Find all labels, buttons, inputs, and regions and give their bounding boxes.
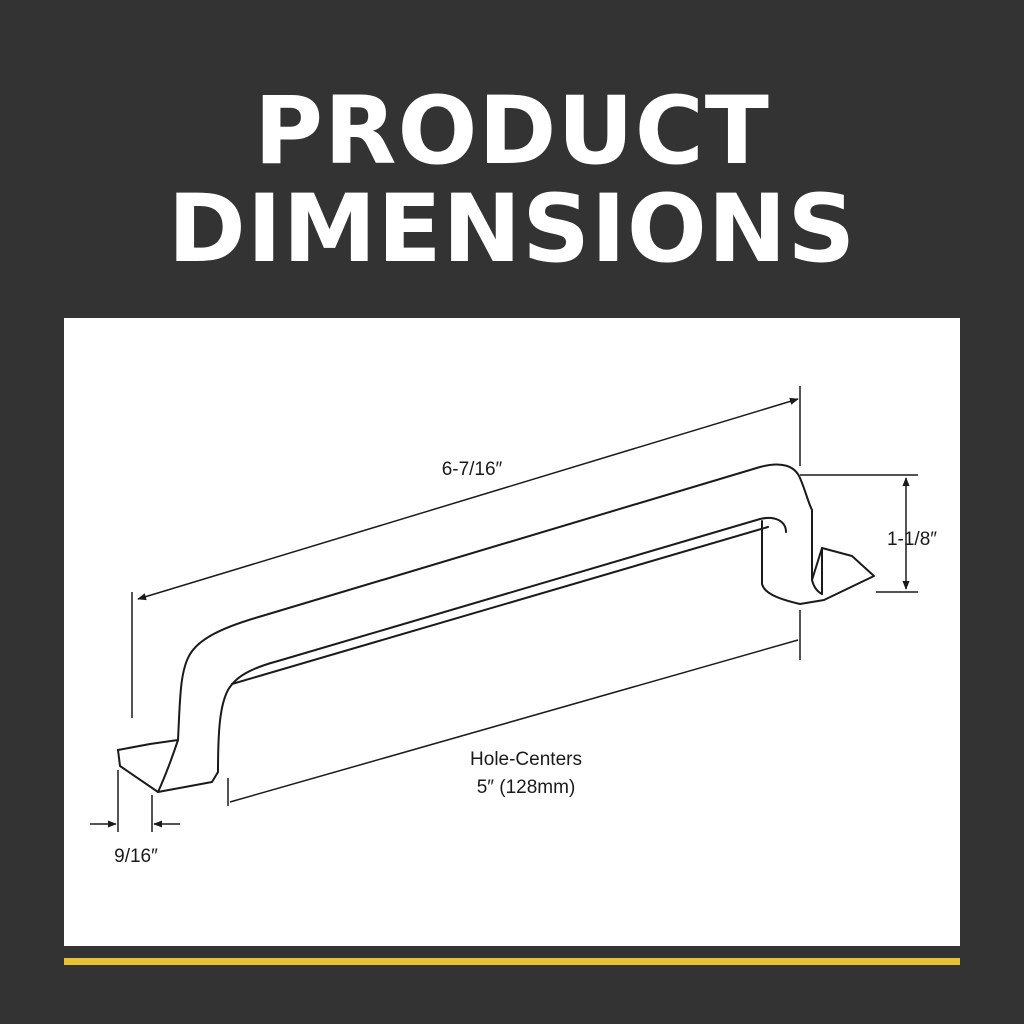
hole-centers-label: Hole-Centers [470, 749, 582, 770]
height-label: 1-1/8″ [887, 529, 937, 550]
foot-width-label: 9/16″ [114, 846, 158, 867]
foot-width-dimension [90, 770, 180, 832]
page-title-line1: PRODUCT [254, 77, 770, 186]
accent-stripe [64, 958, 960, 965]
hole-centers-dimension [227, 610, 801, 806]
height-dimension [800, 474, 918, 593]
overall-length-label: 6-7/16″ [442, 459, 503, 480]
overall-length-dimension [131, 386, 801, 718]
hole-centers-value: 5″ (128mm) [477, 777, 576, 798]
page-title-line2: DIMENSIONS [167, 175, 857, 284]
cabinet-pull-drawing [117, 463, 875, 793]
